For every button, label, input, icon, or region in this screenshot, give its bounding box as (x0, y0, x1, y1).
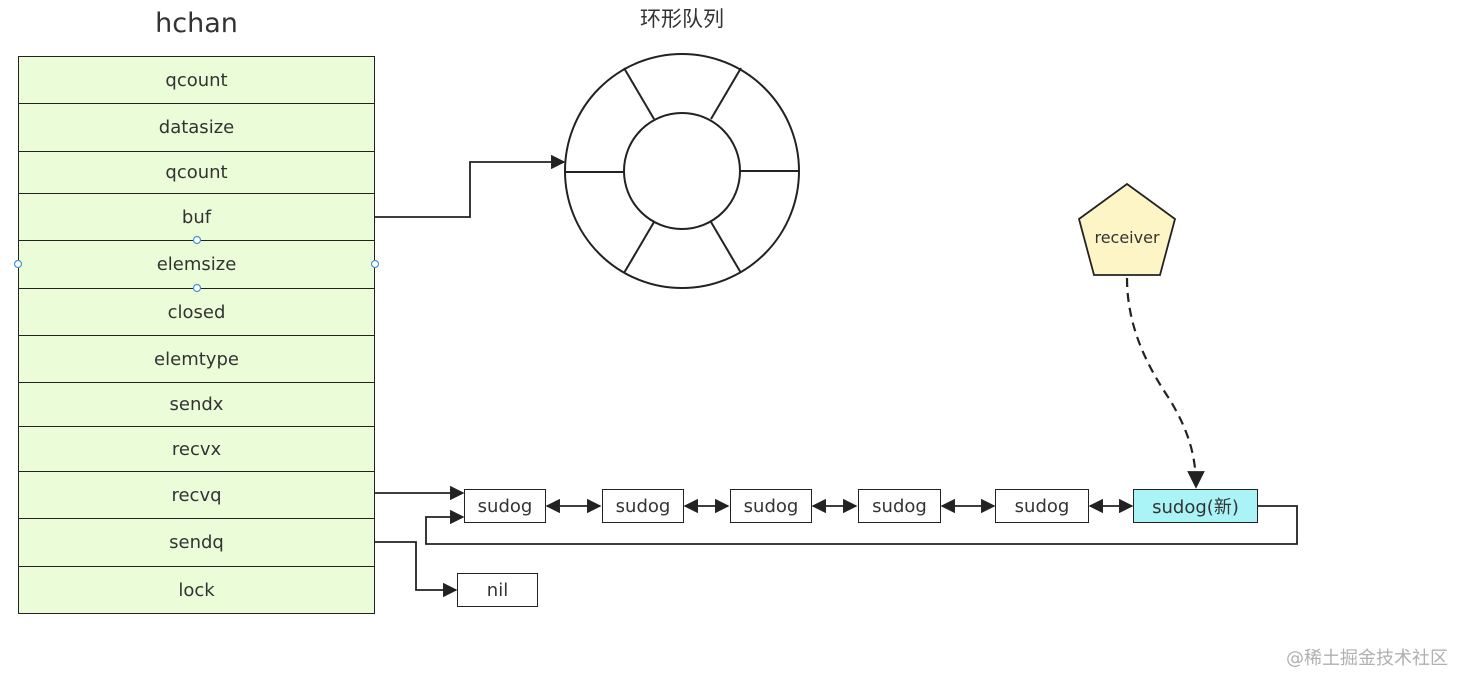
buf-arrow (375, 154, 566, 218)
receiver-label: receiver (1094, 228, 1160, 247)
sudog-node-5: sudog (995, 489, 1089, 523)
receiver-pentagon (1077, 182, 1177, 276)
field-sendx: sendx (19, 383, 374, 427)
ring-buffer (564, 53, 800, 289)
field-sendq: sendq (19, 519, 374, 567)
field-lock: lock (178, 579, 215, 601)
queue-loop-arrow (425, 505, 1298, 545)
sudog-node-4: sudog (858, 489, 941, 523)
sudog-node-new: sudog(新) (1133, 489, 1258, 523)
watermark: @稀土掘金技术社区 (1286, 648, 1448, 669)
sudog-node-1: sudog (464, 489, 546, 523)
field-datasize: datasize (19, 104, 374, 152)
field-recvq: recvq (19, 472, 374, 519)
receiver-dashed-arrow (1125, 277, 1205, 489)
field-qcount: qcount (19, 57, 374, 104)
ring-buffer-title: 环形队列 (640, 7, 724, 31)
selection-handles (13, 235, 380, 293)
field-elemtype: elemtype (19, 336, 374, 383)
sendq-arrow (375, 541, 458, 598)
field-qcount-2: qcount (19, 152, 374, 194)
field-recvx: recvx (19, 427, 374, 472)
nil-node: nil (457, 573, 538, 607)
hchan-struct: qcount datasize qcount buf elemsize clos… (18, 56, 375, 614)
hchan-title: hchan (155, 8, 238, 39)
sudog-node-2: sudog (602, 489, 684, 523)
sudog-node-3: sudog (730, 489, 812, 523)
field-closed: closed (19, 289, 374, 336)
